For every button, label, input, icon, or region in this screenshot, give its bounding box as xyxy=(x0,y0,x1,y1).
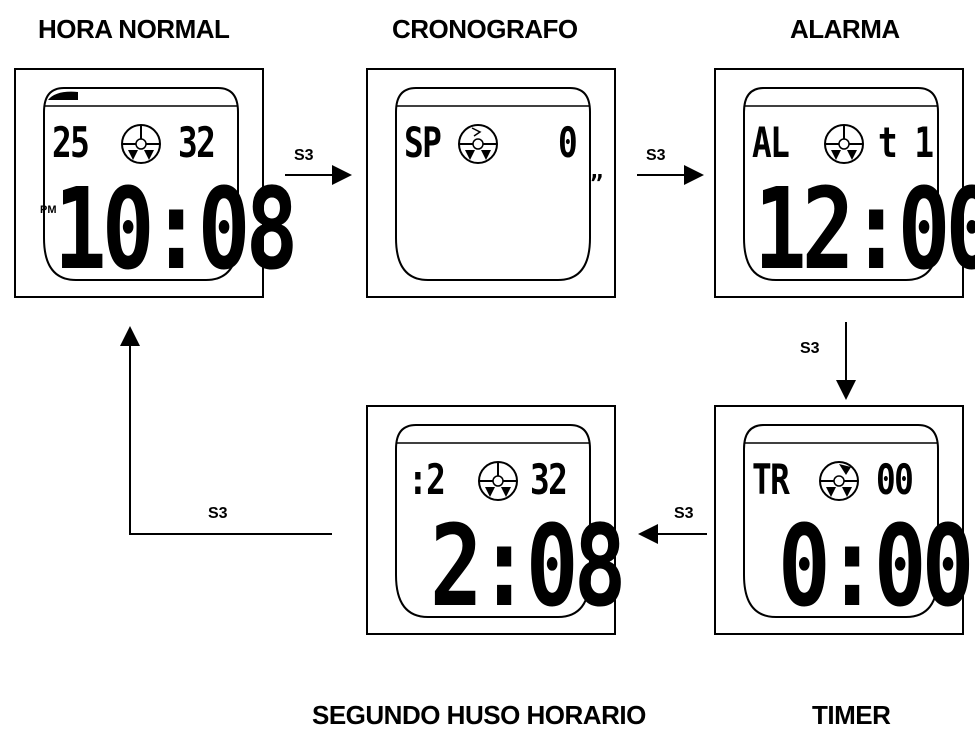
display-ampm: PM xyxy=(40,204,57,216)
display-top-left: 25 xyxy=(52,118,90,167)
s3-label-2: S3 xyxy=(646,147,666,164)
lcd-panel-cronografo: SP 0 ” xyxy=(366,68,616,298)
display-top-left: AL xyxy=(752,118,790,167)
title-segundo-huso-horario: SEGUNDO HUSO HORARIO xyxy=(312,700,646,730)
lcd-panel-timer: TR 00 0:00 xyxy=(714,405,974,635)
display-top-right: 00 xyxy=(876,455,914,504)
display-main-time: 2:08 xyxy=(430,502,626,632)
s3-label-3: S3 xyxy=(800,340,820,357)
watch-face xyxy=(743,87,939,281)
title-timer: TIMER xyxy=(812,700,891,730)
display-top-right: 32 xyxy=(178,118,216,167)
watch-face xyxy=(395,424,591,618)
dial-icon xyxy=(458,124,498,164)
display-main-time: 12:00 xyxy=(754,165,975,295)
watch-face xyxy=(43,87,239,281)
s3-label-1: S3 xyxy=(294,147,314,164)
title-alarma: ALARMA xyxy=(790,14,900,44)
title-hora-normal: HORA NORMAL xyxy=(38,14,230,44)
arrow-huso-to-hora xyxy=(120,326,332,535)
lcd-panel-segundo-huso: :2 32 2:08 xyxy=(366,405,626,635)
dial-icon xyxy=(478,461,518,501)
lcd-panel-alarma: AL t 1 12:00 xyxy=(714,68,975,298)
title-cronografo: CRONOGRAFO xyxy=(392,14,578,44)
dial-icon xyxy=(824,124,864,164)
display-top-right: 32 xyxy=(530,455,568,504)
display-top-left: :2 xyxy=(408,455,446,504)
s3-label-5: S3 xyxy=(208,505,228,522)
display-top-left: SP xyxy=(404,118,442,167)
lcd-panel-hora-normal: 25 32 PM 10:08 xyxy=(14,68,298,298)
watch-face xyxy=(743,424,939,618)
watch-face xyxy=(395,87,591,281)
s3-label-4: S3 xyxy=(674,505,694,522)
display-main-time: 0:00 xyxy=(778,502,974,632)
display-seconds-mark: ” xyxy=(590,172,604,197)
display-top-right: t 1 xyxy=(878,118,934,167)
display-top-right: 0 xyxy=(558,118,578,167)
display-top-left: TR xyxy=(752,455,790,504)
dial-icon xyxy=(819,461,859,501)
display-main-time: 10:08 xyxy=(54,165,298,295)
dial-icon xyxy=(121,124,161,164)
